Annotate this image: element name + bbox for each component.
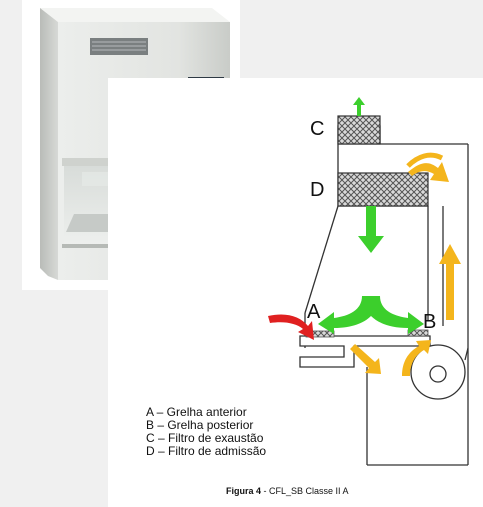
label-b: B [423,312,436,332]
intake-filter [338,173,428,206]
label-d: D [310,180,324,200]
label-a: A [307,302,320,322]
downflow-arrow [358,206,384,253]
exhaust-arrow [353,97,365,116]
caption-prefix: Figura 4 [226,486,261,496]
cabinet-top [40,8,230,22]
legend-item-d: D – Filtro de admissão [146,445,266,458]
cabinet-side [40,8,58,280]
exhaust-filter [338,116,380,144]
airflow-diagram: C D A B A – Grelha anterior B – Grelha p… [108,78,483,507]
split-flow-arrow [318,296,424,334]
upflow-arrow [439,244,461,320]
figure-caption: Figura 4 - CFL_SB Classe II A [226,486,349,496]
legend: A – Grelha anterior B – Grelha posterior… [146,406,266,458]
caption-text: - CFL_SB Classe II A [261,486,349,496]
blower-fan [430,366,446,382]
label-c: C [310,119,324,139]
